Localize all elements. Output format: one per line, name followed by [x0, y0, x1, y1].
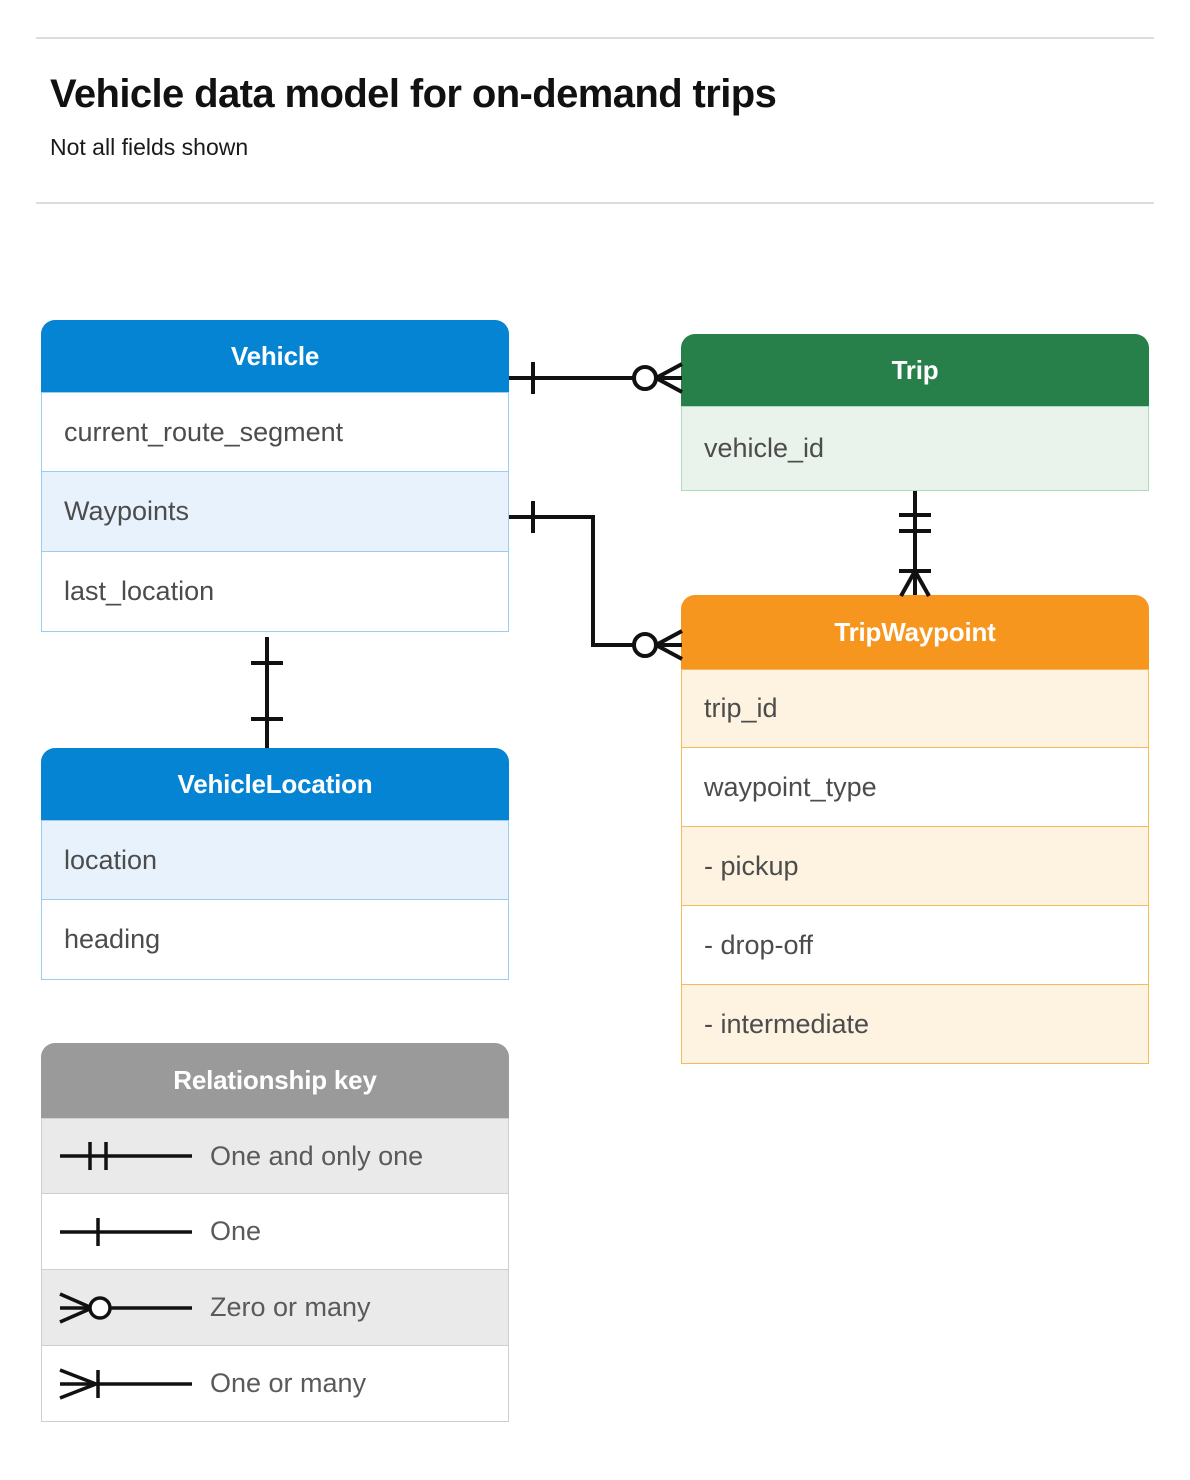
one-or-many-icon	[42, 1346, 210, 1421]
relationship-key-legend: Relationship key One and only one One	[41, 1043, 509, 1422]
field-row[interactable]: - drop-off	[681, 906, 1149, 985]
entity-vehiclelocation-title: VehicleLocation	[41, 748, 509, 820]
field-row[interactable]: - intermediate	[681, 985, 1149, 1064]
legend-rows: One and only one One Zero	[41, 1118, 509, 1422]
page-subtitle: Not all fields shown	[50, 134, 249, 160]
legend-title: Relationship key	[41, 1043, 509, 1118]
entity-vehicle-fields: current_route_segment Waypoints last_loc…	[41, 392, 509, 632]
entity-vehiclelocation[interactable]: VehicleLocation location heading	[41, 748, 509, 980]
field-row[interactable]: current_route_segment	[41, 392, 509, 472]
legend-item-one: One	[41, 1194, 509, 1270]
entity-trip[interactable]: Trip vehicle_id	[681, 334, 1149, 491]
connector-vehicle-vehiclelocation	[251, 637, 283, 748]
legend-item-label: One and only one	[210, 1140, 424, 1171]
connector-waypoints-tripwaypoint	[509, 501, 683, 661]
connector-trip-tripwaypoint	[899, 491, 931, 597]
legend-item-one-or-many: One or many	[41, 1346, 509, 1422]
entity-trip-fields: vehicle_id	[681, 406, 1149, 491]
field-row[interactable]: vehicle_id	[681, 406, 1149, 491]
one-icon	[42, 1194, 210, 1269]
legend-item-label: Zero or many	[210, 1292, 371, 1322]
one-and-only-one-icon	[42, 1119, 210, 1193]
field-row[interactable]: last_location	[41, 552, 509, 632]
entity-trip-title: Trip	[681, 334, 1149, 406]
entity-vehiclelocation-fields: location heading	[41, 820, 509, 980]
legend-item-label: One or many	[210, 1368, 367, 1398]
entity-tripwaypoint[interactable]: TripWaypoint trip_id waypoint_type - pic…	[681, 595, 1149, 1064]
header-divider-top	[36, 37, 1154, 39]
field-row[interactable]: trip_id	[681, 669, 1149, 748]
entity-vehicle-title: Vehicle	[41, 320, 509, 392]
page-title: Vehicle data model for on-demand trips	[50, 72, 777, 116]
entity-tripwaypoint-title: TripWaypoint	[681, 595, 1149, 669]
field-row[interactable]: Waypoints	[41, 472, 509, 552]
field-row[interactable]: heading	[41, 900, 509, 980]
entity-tripwaypoint-fields: trip_id waypoint_type - pickup - drop-of…	[681, 669, 1149, 1064]
field-row[interactable]: waypoint_type	[681, 748, 1149, 827]
field-row[interactable]: location	[41, 820, 509, 900]
field-row[interactable]: - pickup	[681, 827, 1149, 906]
legend-item-one-and-only-one: One and only one	[41, 1118, 509, 1194]
legend-item-zero-or-many: Zero or many	[41, 1270, 509, 1346]
zero-or-many-icon	[42, 1270, 210, 1345]
header-divider-bottom	[36, 202, 1154, 204]
entity-vehicle[interactable]: Vehicle current_route_segment Waypoints …	[41, 320, 509, 632]
legend-item-label: One	[210, 1216, 262, 1246]
connector-vehicle-trip	[509, 362, 683, 394]
